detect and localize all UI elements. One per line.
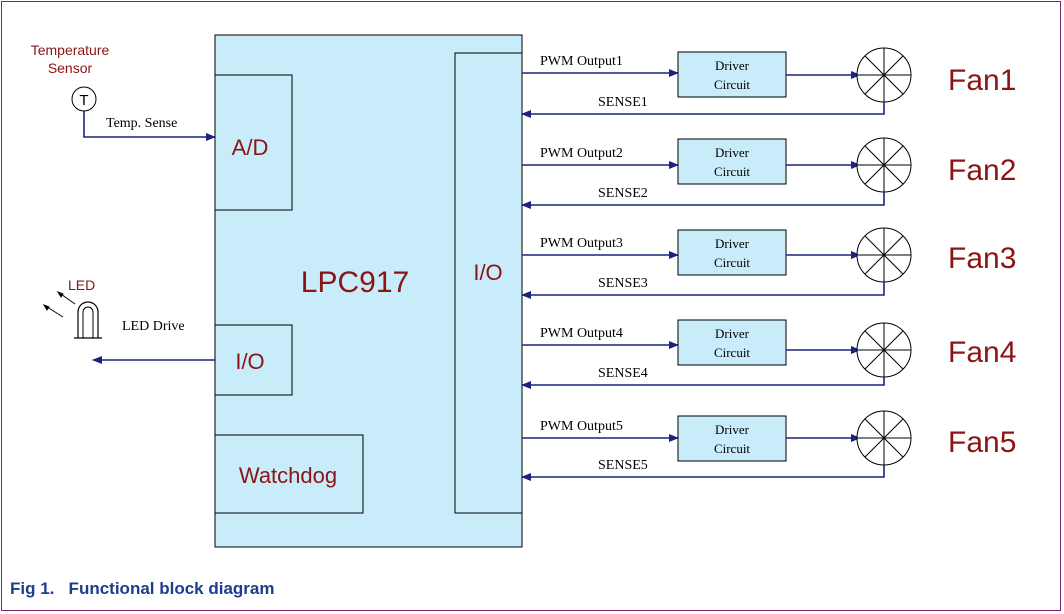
io-small-block <box>215 324 293 396</box>
io-big-block <box>454 52 523 514</box>
fan-label: Fan2 <box>948 154 1016 187</box>
sense-wire <box>521 465 885 481</box>
io-big-label: I/O <box>473 260 502 285</box>
mcu-body <box>214 34 523 548</box>
driver-circuit-box <box>677 51 787 98</box>
led-light-rays-icon <box>42 290 76 318</box>
sensor-symbol-letter: T <box>79 92 88 109</box>
watchdog-label: Watchdog <box>239 463 337 488</box>
sense-label: SENSE2 <box>598 186 648 201</box>
driver-circuit-box <box>677 138 787 185</box>
pwm-label: PWM Output1 <box>540 54 623 69</box>
led-drive-label: LED Drive <box>122 319 185 334</box>
driver-label-line2: Circuit <box>714 164 750 179</box>
pwm-label: PWM Output5 <box>540 419 623 434</box>
driver-label-line1: Driver <box>715 326 750 341</box>
fan-label: Fan1 <box>948 64 1016 97</box>
lpc917-microcontroller: LPC917 A/D I/O Watchdog I/O <box>214 34 523 548</box>
driver-label-line2: Circuit <box>714 255 750 270</box>
sense-label: SENSE3 <box>598 276 648 291</box>
sense-wire <box>521 102 885 118</box>
driver-label-line2: Circuit <box>714 441 750 456</box>
sensor-label-line1: Temperature <box>31 42 110 58</box>
fan-label: Fan5 <box>948 426 1016 459</box>
fan-label: Fan4 <box>948 336 1016 369</box>
driver-label-line1: Driver <box>715 145 750 160</box>
adc-block <box>215 74 293 211</box>
pwm-label: PWM Output2 <box>540 146 623 161</box>
sensor-label-line2: Sensor <box>48 60 93 76</box>
driver-label-line1: Driver <box>715 422 750 437</box>
led-label: LED <box>68 277 95 293</box>
driver-circuit-box <box>677 415 787 462</box>
pwm-label: PWM Output4 <box>540 326 623 341</box>
driver-label-line1: Driver <box>715 58 750 73</box>
pwm-label: PWM Output3 <box>540 236 623 251</box>
temp-sense-label: Temp. Sense <box>106 116 177 131</box>
sense-wire <box>521 377 885 389</box>
fan-icon <box>856 322 912 378</box>
sense-label: SENSE4 <box>598 366 648 381</box>
driver-circuit-box <box>677 319 787 366</box>
sense-label: SENSE5 <box>598 458 648 473</box>
driver-label-line1: Driver <box>715 236 750 251</box>
fan-icon <box>856 137 912 193</box>
sense-wire <box>521 192 885 209</box>
fan-icon <box>856 47 912 103</box>
io-small-label: I/O <box>235 349 264 374</box>
driver-label-line2: Circuit <box>714 77 750 92</box>
mcu-name: LPC917 <box>301 266 409 299</box>
driver-circuit-box <box>677 229 787 276</box>
temperature-sensor: Temperature Sensor T Temp. Sense <box>31 42 216 141</box>
temp-sense-wire <box>83 111 216 141</box>
fan-icon <box>856 227 912 283</box>
fan-icon <box>856 410 912 466</box>
figure-caption: Fig 1. Functional block diagram <box>10 579 274 598</box>
driver-label-line2: Circuit <box>714 345 750 360</box>
sense-label: SENSE1 <box>598 95 648 110</box>
led-indicator: LED LED Drive <box>42 277 215 364</box>
watchdog-block <box>215 434 364 514</box>
sense-wire <box>521 282 885 299</box>
adc-label: A/D <box>232 135 269 160</box>
fan-label: Fan3 <box>948 242 1016 275</box>
